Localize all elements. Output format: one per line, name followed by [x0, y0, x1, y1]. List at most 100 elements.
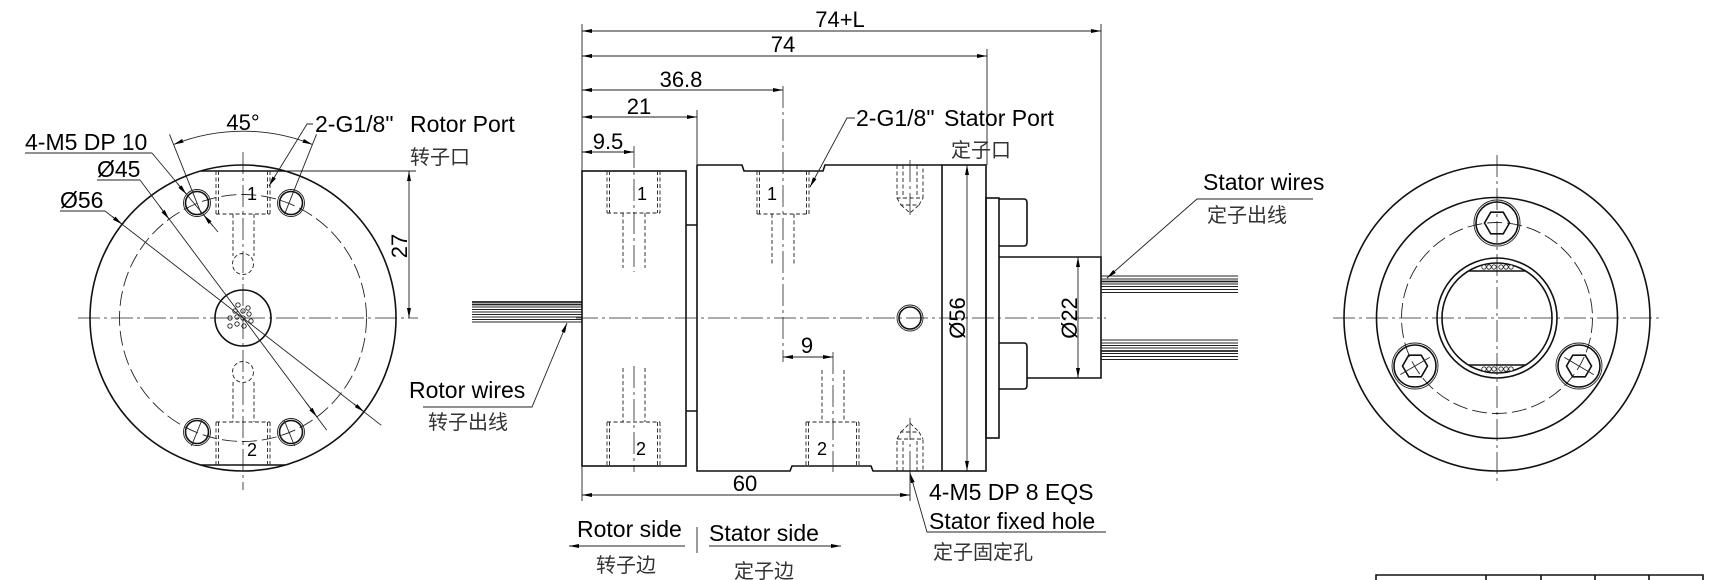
hole-thread [183, 189, 211, 217]
hex-bolt [1473, 199, 1521, 247]
bolt-circle [1401, 222, 1593, 414]
mounting-hole [277, 189, 305, 217]
port-hidden-bore [232, 361, 254, 383]
hub-diameter-dimension-text: Ø22 [1057, 297, 1082, 339]
port-number: 2 [636, 439, 646, 459]
bolt-centerline [1564, 357, 1594, 375]
flange-outer-circle [1343, 164, 1651, 472]
pcd-leader [139, 179, 328, 431]
hex-socket-icon [1401, 354, 1429, 378]
leader-arrow [159, 206, 170, 220]
port-number: 2 [247, 440, 257, 460]
leader-arrow [203, 214, 214, 227]
hole-thread [277, 418, 305, 446]
stator-port-label-cn: 定子口 [951, 138, 1011, 162]
leader-arrow [305, 402, 318, 418]
bearing-ball [1491, 264, 1497, 270]
bearing-ball [1498, 366, 1504, 372]
bolt-counterbore [1473, 199, 1521, 247]
wire-end [227, 315, 233, 321]
bearing-ball [1503, 264, 1509, 270]
hole-thread [277, 189, 305, 217]
bolt-head [1557, 344, 1601, 388]
wire-end [241, 323, 247, 329]
angle-dimension-text: 45° [226, 110, 259, 135]
rotor-port-2-hidden: 2 [215, 361, 271, 465]
port-pitch-dimension-text: 9 [801, 333, 813, 358]
mounting-hole [183, 189, 211, 217]
fixing-hole-label: Stator fixed hole [929, 508, 1095, 534]
bearing-ball [1508, 366, 1514, 372]
hole-centerline [283, 419, 296, 447]
port-number: 2 [817, 439, 827, 459]
od-leader [104, 210, 382, 426]
port-number: 1 [637, 184, 647, 204]
side-hole-thread [896, 304, 924, 332]
rotor-side-label-cn: 转子边 [596, 553, 656, 577]
port-hidden-lines [606, 368, 661, 466]
hex-bolt [1391, 342, 1439, 390]
table-border [1375, 574, 1704, 580]
stator-port-offset-dimension-text: 36.8 [660, 67, 703, 92]
rotor-wires-leader [423, 322, 568, 408]
side-view: 1 2 1 2 74+L 74 36.8 21 9.5 9 [409, 7, 1324, 580]
wire-end [240, 315, 246, 321]
rotor-shaft-step [686, 224, 697, 412]
wire-end [240, 308, 246, 314]
port-height-dimension-text: 27 [387, 234, 412, 258]
mounting-hole [277, 418, 305, 447]
rotor-port-label-cn: 转子口 [410, 145, 470, 169]
hex-bolt [1555, 342, 1603, 390]
stator-body [696, 164, 942, 472]
rotor-wires-label: Rotor wires [409, 377, 525, 403]
rotor-wires-label-cn: 转子出线 [428, 410, 508, 434]
end-cap-boss [999, 198, 1028, 247]
outer-diameter-circle [89, 164, 397, 472]
bearing-balls-top [1481, 264, 1514, 270]
rotor-side-label: Rotor side [577, 516, 682, 542]
body-length-dimension-text: 74 [771, 32, 795, 57]
hole-centerline [190, 419, 203, 447]
bolt-counterbore [1391, 342, 1439, 390]
mounting-hole-callout: 4-M5 DP 10 [25, 129, 147, 155]
wire-end [234, 321, 240, 327]
bearing-ball [1491, 366, 1497, 372]
bolt-circle [119, 194, 367, 442]
bearing-ball [1508, 264, 1514, 270]
wire-bundle-ends [227, 302, 254, 329]
stator-side-label-cn: 定子边 [734, 559, 794, 580]
hole-bore [184, 190, 210, 216]
port-hidden-lines [805, 370, 860, 466]
fixing-hole-label-cn: 定子固定孔 [933, 540, 1033, 564]
mounting-hole [183, 418, 211, 447]
bearing-ball [1481, 264, 1487, 270]
port-hidden-lines [606, 171, 661, 268]
fixing-hole-offset-dimension-text: 60 [733, 471, 757, 496]
hole-bore [278, 419, 304, 445]
stator-port-1-hidden: 1 [756, 171, 810, 266]
stator-port-leader [809, 117, 855, 188]
port-hidden-lines [215, 171, 271, 256]
port-number: 1 [247, 184, 257, 204]
stator-wire-hub [999, 256, 1102, 379]
wire-end [232, 308, 238, 314]
stator-wires-leader [1106, 198, 1313, 279]
rotor-port-label: Rotor Port [410, 111, 515, 137]
angle-extension-line [169, 134, 202, 215]
rotor-port-offset-dimension-text: 9.5 [593, 129, 624, 154]
flange-diameter-dimension-text: Ø56 [945, 297, 970, 339]
wire-end [234, 314, 240, 320]
bolt-centerline [1400, 357, 1430, 375]
bolt-head [1475, 201, 1519, 245]
fixing-hole-spec: 4-M5 DP 8 EQS [929, 479, 1093, 505]
extension-lines [581, 24, 1102, 501]
wire-end [248, 318, 254, 324]
stator-wires-label-cn: 定子出线 [1207, 203, 1287, 227]
hub-bore [1441, 262, 1553, 374]
rotor-port-leader [268, 123, 313, 187]
stator-port-label: Stator Port [944, 105, 1055, 131]
rotor-port-1-hidden: 1 [606, 171, 661, 268]
stator-port-spec: 2-G1/8" [856, 105, 934, 131]
rotor-port-1-hidden: 1 [215, 171, 271, 275]
